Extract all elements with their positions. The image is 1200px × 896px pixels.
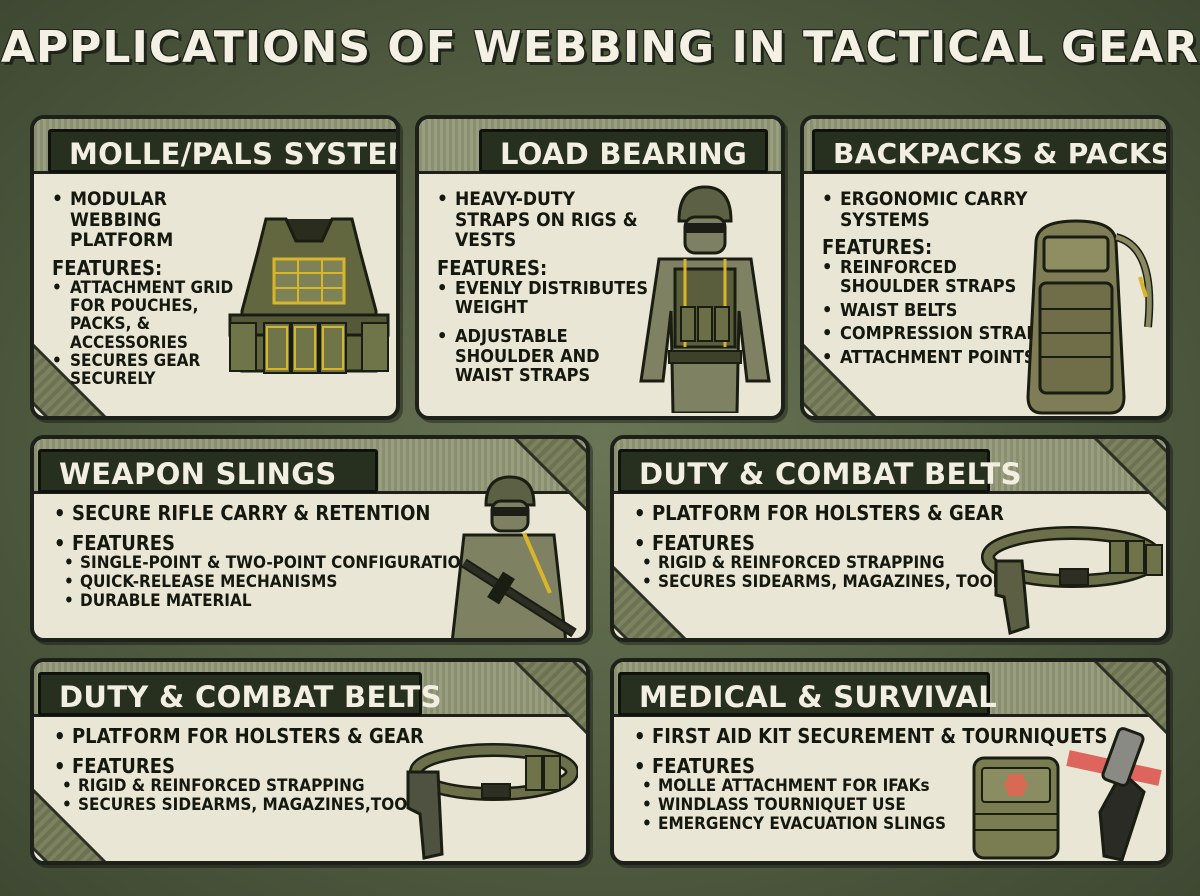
feature-item: SECURES GEAR SECURELY xyxy=(52,352,252,389)
features-label: FEATURES xyxy=(634,755,1074,778)
page-title: APPLICATIONS OF WEBBING IN TACTICAL GEAR xyxy=(0,22,1200,73)
card-title: MEDICAL & SURVIVAL xyxy=(618,672,997,716)
card-title: LOAD BEARING xyxy=(479,129,769,173)
card-body: PLATFORM FOR HOLSTERS & GEAR FEATURES RI… xyxy=(54,725,494,816)
features-label: FEATURES: xyxy=(437,255,548,280)
feature-item: WAIST BELTS xyxy=(822,300,1037,320)
soldier-rifle-icon xyxy=(451,475,577,638)
feature-item: REINFORCED SHOULDER STRAPS xyxy=(822,258,1037,297)
card-body: ERGONOMIC CARRY SYSTEMS FEATURES: REINFO… xyxy=(822,189,1050,368)
feature-item: SECURES SIDEARMS, MAGAZINES,TOOLS xyxy=(62,796,494,816)
card-duty-belts-1: DUTY & COMBAT BELTS PLATFORM FOR HOLSTER… xyxy=(610,435,1170,642)
intro: HEAVY-DUTY STRAPS ON RIGS & VESTS xyxy=(437,189,652,251)
card-duty-belts-2: DUTY & COMBAT BELTS PLATFORM FOR HOLSTER… xyxy=(30,658,590,865)
card-medical: MEDICAL & SURVIVAL FIRST AID KIT SECUREM… xyxy=(610,658,1170,865)
card-title: DUTY & COMBAT BELTS xyxy=(38,672,442,716)
card-body: HEAVY-DUTY STRAPS ON RIGS & VESTS FEATUR… xyxy=(437,189,652,386)
card-title: BACKPACKS & PACKS xyxy=(812,129,1166,173)
feature-item: SECURES SIDEARMS, MAGAZINES, TOOLS xyxy=(642,573,1074,593)
feature-item: WINDLASS TOURNIQUET USE xyxy=(642,796,1074,816)
card-title: DUTY & COMBAT BELTS xyxy=(618,449,1022,493)
features-label: FEATURES xyxy=(54,532,474,555)
feature-item: EMERGENCY EVACUATION SLINGS xyxy=(642,815,1074,835)
feature-item: DURABLE MATERIAL xyxy=(64,592,474,612)
feature-item: COMPRESSION STRAPS xyxy=(822,324,1050,344)
features-label: FEATURES xyxy=(634,532,1074,555)
intro: FIRST AID KIT SECUREMENT & TOURNIQUETS xyxy=(634,725,1108,748)
features-label: FEATURES: xyxy=(52,255,163,280)
intro: ERGONOMIC CARRY SYSTEMS xyxy=(822,189,1037,230)
card-molle: MOLLE/PALS SYSTEM MODULAR WEBBING PLATFO… xyxy=(30,115,400,420)
intro: SECURE RIFLE CARRY & RETENTION xyxy=(54,502,474,525)
feature-item: ATTACHMENT POINTS xyxy=(822,347,1037,367)
feature-item: QUICK-RELEASE MECHANISMS xyxy=(64,573,474,593)
card-title: WEAPON SLINGS xyxy=(38,449,378,493)
medical-pouch-icon xyxy=(972,756,1060,860)
features-label: FEATURES: xyxy=(822,235,933,260)
intro: PLATFORM FOR HOLSTERS & GEAR xyxy=(634,502,1074,525)
card-body: PLATFORM FOR HOLSTERS & GEAR FEATURES RI… xyxy=(634,502,1074,593)
feature-item: EVENLY DISTRIBUTES WEIGHT xyxy=(437,278,652,318)
card-weapon-slings: WEAPON SLINGS SECURE RIFLE CARRY & RETEN… xyxy=(30,435,590,642)
feature-item: ADJUSTABLE SHOULDER AND WAIST STRAPS xyxy=(437,327,652,385)
feature-item: RIGID & REINFORCED STRAPPING xyxy=(642,554,1074,574)
intro: MODULAR WEBBING PLATFORM xyxy=(52,189,252,251)
feature-item: ATTACHMENT GRID FOR POUCHES, PACKS, & AC… xyxy=(52,278,252,352)
feature-item: MOLLE ATTACHMENT FOR IFAKs xyxy=(642,777,1074,797)
soldier-icon xyxy=(639,185,771,413)
intro: PLATFORM FOR HOLSTERS & GEAR xyxy=(54,725,494,748)
duty-belt-icon xyxy=(981,526,1163,635)
card-backpacks: BACKPACKS & PACKS ERGONOMIC CARRY SYSTEM… xyxy=(800,115,1170,420)
features-label: FEATURES xyxy=(54,755,494,778)
backpack-icon xyxy=(1026,219,1154,415)
card-title: MOLLE/PALS SYSTEM xyxy=(48,129,396,173)
card-body: SECURE RIFLE CARRY & RETENTION FEATURES … xyxy=(54,502,484,612)
card-body: MODULAR WEBBING PLATFORM FEATURES: ATTAC… xyxy=(52,189,252,389)
plate-carrier-icon xyxy=(228,217,390,374)
card-load-bearing: LOAD BEARING HEAVY-DUTY STRAPS ON RIGS &… xyxy=(415,115,785,420)
feature-item: SINGLE-POINT & TWO-POINT CONFIGURATIONS xyxy=(64,554,484,574)
tourniquet-icon xyxy=(1066,727,1162,861)
card-body: FIRST AID KIT SECUREMENT & TOURNIQUETS F… xyxy=(634,725,1108,835)
duty-belt-icon xyxy=(406,743,578,860)
feature-item: RIGID & REINFORCED STRAPPING xyxy=(62,777,494,797)
